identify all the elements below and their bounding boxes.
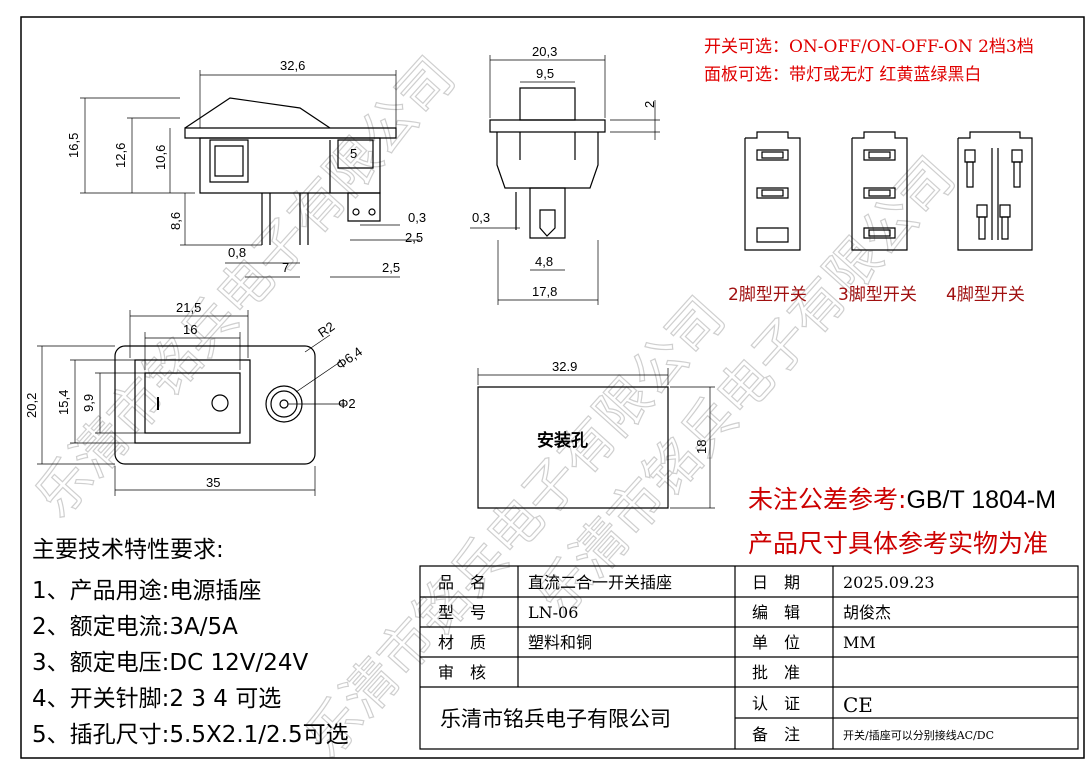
dim-side-pin-thickness: 0,8 <box>228 245 246 260</box>
dim-top-radius: R2 <box>315 319 337 341</box>
dim-top-socket-dia: Φ6,4 <box>333 344 365 373</box>
tolerance-note: 未注公差参考:GB/T 1804-M <box>748 485 1056 514</box>
tb-remark-value: 开关/插座可以分别接线AC/DC <box>843 728 994 742</box>
requirement-item: 1、产品用途:电源插座 <box>32 578 261 604</box>
requirement-item: 5、插孔尺寸:5.5X2.1/2.5可选 <box>32 722 349 748</box>
watermark-text-1: 乐清市铭兵电子有限公司 <box>23 45 467 529</box>
tb-remark-key: 备 注 <box>752 725 800 744</box>
dim-side-socket-pin: 2,5 <box>405 230 423 245</box>
dim-side-height-total: 16,5 <box>66 133 81 158</box>
tolerance-standard: GB/T 1804-M <box>906 486 1056 514</box>
dim-cutout-height: 18 <box>694 440 709 454</box>
dim-top-pin-dia: Φ2 <box>338 396 356 411</box>
tb-model-key: 型 号 <box>438 603 486 622</box>
tb-unit-value: MM <box>843 633 876 652</box>
title-block <box>420 566 1078 749</box>
dim-side-socket-gap: 0,3 <box>408 210 426 225</box>
pin-type-2-label: 2脚型开关 <box>728 285 807 305</box>
dim-top-height-outer: 20,2 <box>24 393 39 418</box>
dim-side-height-body: 12,6 <box>113 143 128 168</box>
tb-cert-key: 认 证 <box>752 694 800 713</box>
tb-model-value: LN-06 <box>528 603 578 622</box>
dim-front-button: 9,5 <box>536 66 554 81</box>
dim-side-pin-length: 8,6 <box>168 212 183 230</box>
dim-front-body: 17,8 <box>532 284 557 299</box>
dim-side-socket-pitch: 2,5 <box>382 260 400 275</box>
dim-top-width-inner: 16 <box>183 322 197 337</box>
dim-top-length: 35 <box>206 475 220 490</box>
dim-front-pin: 4,8 <box>535 254 553 269</box>
dim-side-height-inner: 10,6 <box>153 145 168 170</box>
sheet-border <box>21 17 1084 758</box>
dim-front-flange: 2 <box>642 101 657 108</box>
dim-front-width: 20,3 <box>532 44 557 59</box>
pin-type-2 <box>745 132 800 250</box>
tb-unit-key: 单 位 <box>752 633 800 652</box>
tb-product-key: 品 名 <box>438 573 486 592</box>
mounting-cutout <box>478 368 715 508</box>
switch-options-note: 开关可选：ON-OFF/ON-OFF-ON 2档3档 <box>704 37 1034 57</box>
tolerance-prefix: 未注公差参考: <box>748 485 906 514</box>
tb-material-key: 材 质 <box>438 633 486 652</box>
tb-company: 乐清市铭兵电子有限公司 <box>440 707 671 731</box>
tb-editor-key: 编 辑 <box>752 603 800 622</box>
tb-editor-value: 胡俊杰 <box>843 603 891 622</box>
pin-type-4 <box>958 132 1032 250</box>
requirements-title: 主要技术特性要求: <box>32 537 224 563</box>
dim-top-width-outer: 21,5 <box>176 300 201 315</box>
cutout-label: 安装孔 <box>537 430 588 451</box>
requirement-item: 2、额定电流:3A/5A <box>32 614 238 640</box>
top-view <box>37 310 345 496</box>
front-view <box>470 55 660 305</box>
dim-top-height-inner: 9,9 <box>81 394 96 412</box>
side-view <box>80 70 420 277</box>
tb-review-key: 审 核 <box>438 663 486 682</box>
requirement-item: 4、开关针脚:2 3 4 可选 <box>32 686 281 712</box>
pin-type-4-label: 4脚型开关 <box>946 285 1025 305</box>
tb-product-value: 直流二合一开关插座 <box>528 573 672 592</box>
dim-side-pin-gap: 7 <box>282 260 289 275</box>
panel-options-note: 面板可选：带灯或无灯 红黄蓝绿黑白 <box>704 65 981 85</box>
title-block-text: 品 名 直流二合一开关插座 日 期 2025.09.23 型 号 LN-06 编… <box>438 573 994 744</box>
dim-top-height-mid: 15,4 <box>56 390 71 415</box>
dim-front-gap: 0,3 <box>472 210 490 225</box>
dim-side-width: 32,6 <box>280 58 305 73</box>
dimension-disclaimer: 产品尺寸具体参考实物为准 <box>748 529 1048 558</box>
tb-material-value: 塑料和铜 <box>528 633 592 652</box>
pin-type-3-label: 3脚型开关 <box>838 285 917 305</box>
pin-type-3 <box>852 132 907 250</box>
tb-date-key: 日 期 <box>752 573 800 592</box>
dim-side-window: 5 <box>350 146 357 161</box>
tb-approve-key: 批 准 <box>752 663 800 682</box>
requirement-item: 3、额定电压:DC 12V/24V <box>32 650 308 676</box>
dim-cutout-width: 32.9 <box>552 359 577 374</box>
tb-cert-value: CE <box>843 693 873 717</box>
tb-date-value: 2025.09.23 <box>843 573 935 592</box>
